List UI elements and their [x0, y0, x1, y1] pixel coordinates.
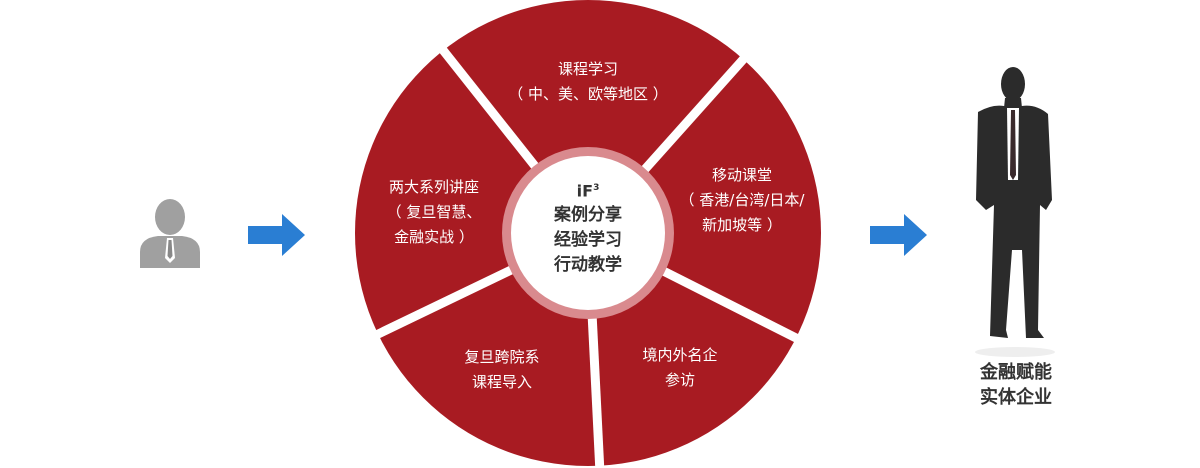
- segment-course-study: 课程学习 （ 中、美、欧等地区 ）: [508, 57, 668, 107]
- segment-line: 两大系列讲座: [388, 178, 479, 196]
- segment-line: 新加坡等 ）: [702, 216, 782, 234]
- outcome-line: 金融赋能: [980, 362, 1052, 383]
- arrow-right-icon: [248, 214, 305, 256]
- segment-line: 参访: [664, 371, 696, 389]
- center-line: 行动教学: [554, 255, 622, 276]
- segment-line: （ 复旦智慧、: [386, 203, 482, 221]
- outcome-line: 实体企业: [980, 387, 1052, 408]
- center-line: 案例分享: [554, 205, 622, 226]
- segment-line: （ 中、美、欧等地区 ）: [508, 85, 668, 103]
- person-input-icon: [140, 199, 200, 268]
- wheel: [355, 0, 821, 468]
- segment-cross-school-courses: 复旦跨院系 课程导入: [464, 345, 539, 395]
- arrow-right-icon: [870, 214, 927, 256]
- center-line: 经验学习: [554, 230, 622, 251]
- segment-line: 境内外名企: [642, 346, 718, 364]
- segment-line: 复旦跨院系: [464, 348, 540, 366]
- businessman-figure-icon: [975, 67, 1055, 357]
- segment-line: 课程导入: [471, 373, 533, 391]
- segment-company-visits: 境内外名企 参访: [642, 343, 717, 393]
- segment-line: （ 香港/台湾/日本/: [679, 191, 805, 209]
- brand-superscript: 3: [593, 183, 600, 193]
- segment-line: 移动课堂: [711, 166, 772, 184]
- outcome-label: 金融赋能 实体企业: [980, 360, 1052, 410]
- segment-line: 金融实战 ）: [394, 228, 474, 246]
- brand-logo: iF3: [554, 176, 622, 203]
- brand-text: iF: [576, 181, 594, 201]
- segment-mobile-classroom: 移动课堂 （ 香港/台湾/日本/ 新加坡等 ）: [680, 163, 805, 238]
- segment-lecture-series: 两大系列讲座 （ 复旦智慧、 金融实战 ）: [387, 175, 482, 250]
- segment-line: 课程学习: [557, 60, 619, 78]
- wheel-center: iF3 案例分享 经验学习 行动教学: [554, 176, 622, 278]
